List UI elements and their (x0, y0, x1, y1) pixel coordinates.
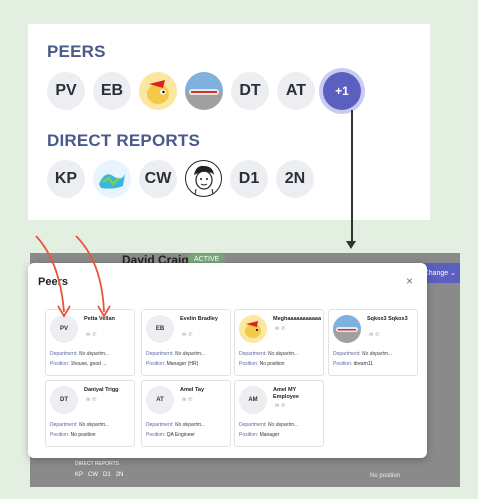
peer-card[interactable]: EB Evelin Bradley ✉✆ Department: No depa… (141, 309, 231, 376)
peers-modal: Peers × PV Petta Vellan ✉✆ Department: N… (28, 263, 427, 458)
peer-card[interactable]: PV Petta Vellan ✉✆ Department: No depart… (45, 309, 135, 376)
email-icon[interactable]: ✉ (275, 403, 282, 409)
email-icon[interactable]: ✉ (182, 332, 189, 338)
peer-card-name: Petta Vellan (84, 316, 115, 322)
email-icon[interactable]: ✉ (86, 397, 93, 403)
bg-change-button[interactable]: Change ⌄ (419, 263, 460, 283)
connector-arrow-icon (346, 241, 356, 249)
peer-card-department: Department: No departm... (50, 351, 110, 357)
peer-card[interactable]: AT Amel Tay ✉✆ Department: No departm...… (141, 380, 231, 447)
peers-title: PEERS (47, 42, 106, 61)
peer-avatar[interactable]: PV (47, 72, 85, 110)
bg-avatar: KP (75, 472, 84, 478)
bg-status-badge: ACTIVE (188, 254, 226, 265)
peer-card-name: Evelin Bradley (180, 316, 218, 322)
direct-report-avatar[interactable]: CW (139, 160, 177, 198)
peer-card-department: Department: No departm... (333, 351, 393, 357)
peer-card-avatar: AM (239, 386, 267, 414)
connector-line (351, 110, 353, 246)
peer-card[interactable]: DT Daniyal Trigg ✉✆ Department: No depar… (45, 380, 135, 447)
peer-avatar[interactable]: AT (277, 72, 315, 110)
contact-icons: ✉✆ (275, 326, 287, 332)
email-icon[interactable]: ✉ (369, 332, 376, 338)
peer-card-department: Department: No departm... (50, 422, 110, 428)
peer-card-name: Amel MY Employee (273, 387, 299, 400)
phone-icon[interactable]: ✆ (188, 332, 195, 338)
email-icon[interactable]: ✉ (86, 332, 93, 338)
peer-avatar-bird-image[interactable] (139, 72, 177, 110)
peer-card-avatar-plane-image (333, 315, 361, 343)
peer-avatar[interactable]: EB (93, 72, 131, 110)
direct-report-avatar[interactable]: 2N (276, 160, 314, 198)
peer-card-position: Position: Manager (HR) (146, 361, 199, 367)
peer-card-name: Meghaaaaaaaaaaa (273, 316, 322, 322)
peer-card-department: Department: No departm... (146, 351, 206, 357)
peer-card-name: Daniyal Trigg (84, 387, 119, 393)
bg-avatar: D1 (103, 472, 111, 478)
contact-icons: ✉✆ (275, 403, 287, 409)
contact-icons: ✉✆ (369, 332, 381, 338)
cartoon-face-icon (194, 165, 214, 196)
peer-card-position: Position: 1house, good ... (50, 361, 107, 367)
peer-card-position: Position: No position (239, 361, 285, 367)
peer-card-avatar-bird-image (239, 315, 267, 343)
phone-icon[interactable]: ✆ (281, 403, 288, 409)
bg-direct-reports-row: KP CW D1 2N (75, 472, 123, 478)
direct-report-avatar[interactable]: KP (47, 160, 85, 198)
peer-card-position: Position: QA Engineer (146, 432, 195, 438)
peer-card-department: Department: No departm... (239, 351, 299, 357)
peer-card-department: Department: No departm... (146, 422, 206, 428)
peer-card-name: Amel Tay (180, 387, 205, 393)
phone-icon[interactable]: ✆ (375, 332, 382, 338)
peer-card-name: Sqkox3 Sqkox3 (367, 316, 408, 322)
bird-icon (147, 80, 169, 104)
peer-avatar[interactable]: DT (231, 72, 269, 110)
airplane-icon (185, 72, 223, 110)
peer-card-department: Department: No departm... (239, 422, 299, 428)
bg-direct-reports-label: DIRECT REPORTS (75, 461, 119, 467)
airplane-icon (333, 315, 361, 343)
peer-card-avatar: PV (50, 315, 78, 343)
email-icon[interactable]: ✉ (275, 326, 282, 332)
peer-card-position: Position: Manager (239, 432, 280, 438)
contact-icons: ✉✆ (182, 397, 194, 403)
contact-icons: ✉✆ (182, 332, 194, 338)
direct-report-avatar-logo-image[interactable] (93, 160, 131, 198)
phone-icon[interactable]: ✆ (92, 397, 99, 403)
contact-icons: ✉✆ (86, 397, 98, 403)
direct-reports-avatar-row: KP CW D1 2N (47, 160, 314, 198)
email-icon[interactable]: ✉ (182, 397, 189, 403)
peer-card[interactable]: Sqkox3 Sqkox3 ✉✆ Department: No departm.… (328, 309, 418, 376)
peer-card-avatar: AT (146, 386, 174, 414)
contact-icons: ✉✆ (86, 332, 98, 338)
org-avatars-card: PEERS PV EB DT AT +1 DIRECT REPORTS KP (28, 24, 430, 220)
peer-card-position: Position: No position (50, 432, 96, 438)
bg-avatar: CW (88, 472, 99, 478)
phone-icon[interactable]: ✆ (281, 326, 288, 332)
peer-card-avatar: EB (146, 315, 174, 343)
direct-report-avatar[interactable]: D1 (230, 160, 268, 198)
modal-title: Peers (38, 276, 68, 288)
phone-icon[interactable]: ✆ (92, 332, 99, 338)
peer-card[interactable]: AM Amel MY Employee ✉✆ Department: No de… (234, 380, 324, 447)
more-peers-button[interactable]: +1 (323, 72, 361, 110)
direct-report-avatar-face-image[interactable] (185, 160, 222, 197)
peer-card-avatar: DT (50, 386, 78, 414)
peer-card-position: Position: dream11 (333, 361, 373, 367)
bird-icon (245, 321, 261, 338)
peer-card[interactable]: Meghaaaaaaaaaaa ✉✆ Department: No depart… (234, 309, 324, 376)
peer-avatar-plane-image[interactable] (185, 72, 223, 110)
phone-icon[interactable]: ✆ (188, 397, 195, 403)
peers-avatar-row: PV EB DT AT +1 (47, 72, 361, 110)
bg-position-text: No position (370, 473, 401, 479)
direct-reports-title: DIRECT REPORTS (47, 131, 200, 150)
close-icon[interactable]: × (405, 274, 413, 288)
graffiti-logo-icon (99, 174, 125, 189)
bg-avatar: 2N (115, 472, 124, 478)
